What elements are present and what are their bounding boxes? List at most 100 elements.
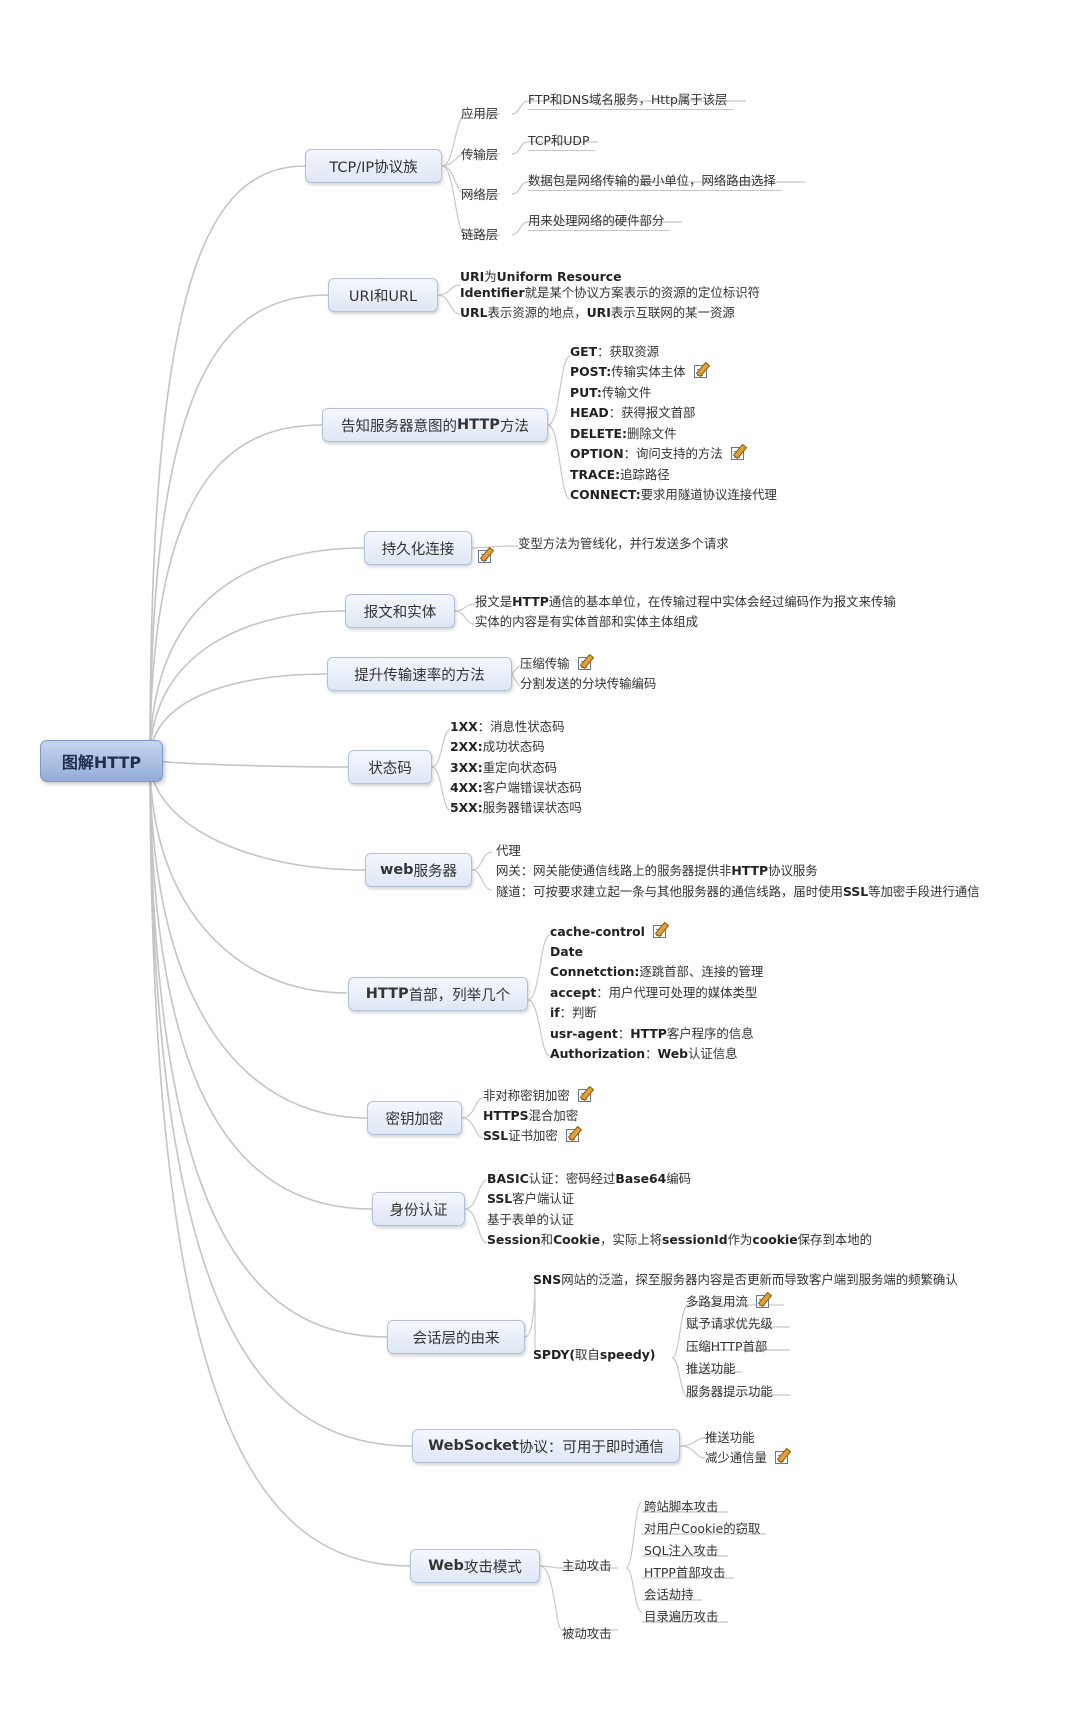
webserver-tunnel[interactable]: 隧道：可按要求建立起一条与其他服务器的通信线路，届时使用SSL等加密手段进行通信 (496, 882, 980, 901)
key-asymmetric[interactable]: 非对称密钥加密 (483, 1086, 591, 1105)
method-head[interactable]: HEAD：获得报文首部 (570, 403, 695, 422)
tcpip-link-layer[interactable]: 链路层 (461, 227, 499, 242)
note-icon[interactable] (774, 1451, 788, 1464)
status-key: 3XX: (450, 760, 483, 775)
method-key: TRACE: (570, 467, 621, 482)
spdy-multiplex[interactable]: 多路复用流 (686, 1292, 769, 1311)
tcpip-network-desc[interactable]: 数据包是网络传输的最小单位，网络路由选择 (528, 171, 782, 191)
webserver-gateway[interactable]: 网关：网关能使通信线路上的服务器提供非HTTP协议服务 (496, 861, 818, 880)
attack-xss[interactable]: 跨站脚本攻击 (644, 1499, 719, 1514)
header-cache-control[interactable]: cache-control (550, 922, 666, 941)
note-icon[interactable] (478, 550, 491, 563)
attack-header[interactable]: HTPP首部攻击 (644, 1565, 726, 1580)
header-key: Connetction: (550, 964, 640, 979)
attack-label-a: Web (428, 1558, 464, 1574)
uri-text: 为 (484, 269, 497, 284)
persistent-desc[interactable]: 变型方法为管线化，并行发送多个请求 (518, 536, 729, 551)
root-topic[interactable]: 图解HTTP (40, 740, 163, 782)
attack-passive[interactable]: 被动攻击 (562, 1626, 612, 1641)
session-sns[interactable]: SNS网站的泛滥，探至服务器内容是否更新而导致客户端到服务端的频繁确认 (533, 1270, 958, 1289)
uri-line-2[interactable]: Identifier就是某个协议方案表示的资源的定位标识符 (460, 283, 760, 302)
tunnel-text-c: 等加密手段进行通信 (868, 884, 980, 899)
session-spdy[interactable]: SPDY(取自speedy) (533, 1345, 655, 1364)
method-put[interactable]: PUT:传输文件 (570, 383, 651, 402)
ssl-abbr: SSL (483, 1128, 509, 1143)
spdy-push[interactable]: 推送功能 (686, 1361, 736, 1376)
tcpip-application-desc[interactable]: FTP和DNS域名服务，Http属于该层 (528, 90, 734, 110)
status-5xx[interactable]: 5XX:服务器错误状态吗 (450, 798, 582, 817)
method-connect[interactable]: CONNECT:要求用隧道协议连接代理 (570, 485, 777, 504)
attack-active[interactable]: 主动攻击 (562, 1558, 612, 1573)
auth-ssl-client[interactable]: SSL客户端认证 (487, 1189, 574, 1208)
note-icon[interactable] (565, 1129, 579, 1142)
header-if[interactable]: if：判断 (550, 1003, 597, 1022)
basic-text: 认证：密码经过 (528, 1171, 616, 1186)
topic-key-encryption[interactable]: 密钥加密 (367, 1101, 462, 1135)
status-4xx[interactable]: 4XX:客户端错误状态码 (450, 778, 582, 797)
tcpip-transport-desc[interactable]: TCP和UDP (528, 131, 596, 151)
topic-persistent-connection[interactable]: 持久化连接 (364, 531, 472, 565)
topic-tcpip[interactable]: TCP/IP协议族 (305, 149, 442, 183)
header-connection[interactable]: Connetction:逐跳首部、连接的管理 (550, 962, 763, 981)
note-icon[interactable] (652, 925, 666, 938)
spdy-header-compress[interactable]: 压缩HTTP首部 (686, 1339, 768, 1354)
cookie-abbr: Cookie (553, 1232, 601, 1247)
websocket-push[interactable]: 推送功能 (705, 1430, 755, 1445)
note-icon[interactable] (693, 365, 707, 378)
topic-uri-url[interactable]: URI和URL (328, 278, 438, 312)
attack-session-hijack[interactable]: 会话劫持 (644, 1587, 694, 1602)
spdy-priority[interactable]: 赋予请求优先级 (686, 1316, 773, 1331)
topic-status-codes[interactable]: 状态码 (348, 750, 432, 784)
note-icon[interactable] (730, 447, 744, 460)
status-label: 状态码 (368, 760, 412, 777)
attack-sql-injection[interactable]: SQL注入攻击 (644, 1543, 719, 1558)
method-delete[interactable]: DELETE:删除文件 (570, 424, 677, 443)
topic-message-entity[interactable]: 报文和实体 (345, 594, 455, 628)
tcpip-link-desc[interactable]: 用来处理网络的硬件部分 (528, 211, 671, 231)
method-trace[interactable]: TRACE:追踪路径 (570, 465, 670, 484)
note-icon[interactable] (755, 1295, 769, 1308)
header-accept[interactable]: accept：用户代理可处理的媒体类型 (550, 983, 757, 1002)
method-post[interactable]: POST:传输实体主体 (570, 362, 707, 381)
speed-compression[interactable]: 压缩传输 (520, 654, 591, 673)
auth-session-cookie[interactable]: Session和Cookie，实际上将sessionId作为cookie保存到本… (487, 1230, 872, 1249)
auth-basic[interactable]: BASIC认证：密码经过Base64编码 (487, 1169, 691, 1188)
header-date[interactable]: Date (550, 942, 583, 961)
status-2xx[interactable]: 2XX:成功状态码 (450, 737, 545, 756)
ssl-client-text: 客户端认证 (512, 1191, 575, 1206)
speed-chunked[interactable]: 分割发送的分块传输编码 (520, 676, 657, 691)
basic-encode: 编码 (666, 1171, 692, 1186)
header-user-agent[interactable]: usr-agent：HTTP客户程序的信息 (550, 1024, 754, 1043)
key-https-hybrid[interactable]: HTTPS混合加密 (483, 1106, 578, 1125)
topic-authentication[interactable]: 身份认证 (372, 1192, 465, 1226)
topic-transfer-speed[interactable]: 提升传输速率的方法 (327, 657, 512, 691)
header-authorization[interactable]: Authorization：Web认证信息 (550, 1044, 738, 1063)
status-3xx[interactable]: 3XX:重定向状态码 (450, 758, 557, 777)
method-option[interactable]: OPTION：询问支持的方法 (570, 444, 744, 463)
method-get[interactable]: GET：获取资源 (570, 342, 659, 361)
tcpip-application-layer[interactable]: 应用层 (461, 106, 499, 121)
message-line-2[interactable]: 实体的内容是有实体首部和实体主体组成 (475, 614, 699, 629)
url-line[interactable]: URL表示资源的地点，URI表示互联网的某一资源 (460, 303, 735, 322)
uri-line-1[interactable]: URI为Uniform Resource (460, 267, 622, 286)
tcpip-network-layer[interactable]: 网络层 (461, 187, 499, 202)
websocket-reduce[interactable]: 减少通信量 (705, 1448, 788, 1467)
key-ssl-cert[interactable]: SSL证书加密 (483, 1126, 579, 1145)
note-icon[interactable] (577, 657, 591, 670)
header-desc: ：用户代理可处理的媒体类型 (596, 985, 758, 1000)
attack-cookie-theft[interactable]: 对用户Cookie的窃取 (644, 1521, 761, 1536)
spdy-server-hint[interactable]: 服务器提示功能 (686, 1384, 773, 1399)
attack-directory-traversal[interactable]: 目录遍历攻击 (644, 1609, 719, 1624)
webserver-proxy[interactable]: 代理 (496, 843, 521, 858)
tcpip-transport-layer[interactable]: 传输层 (461, 147, 499, 162)
message-line-1[interactable]: 报文是HTTP通信的基本单位，在传输过程中实体会经过编码作为报文来传输 (475, 592, 896, 611)
topic-session-layer[interactable]: 会话层的由来 (387, 1320, 525, 1354)
status-1xx[interactable]: 1XX：消息性状态码 (450, 717, 564, 736)
note-icon[interactable] (577, 1089, 591, 1102)
auth-form[interactable]: 基于表单的认证 (487, 1212, 574, 1227)
